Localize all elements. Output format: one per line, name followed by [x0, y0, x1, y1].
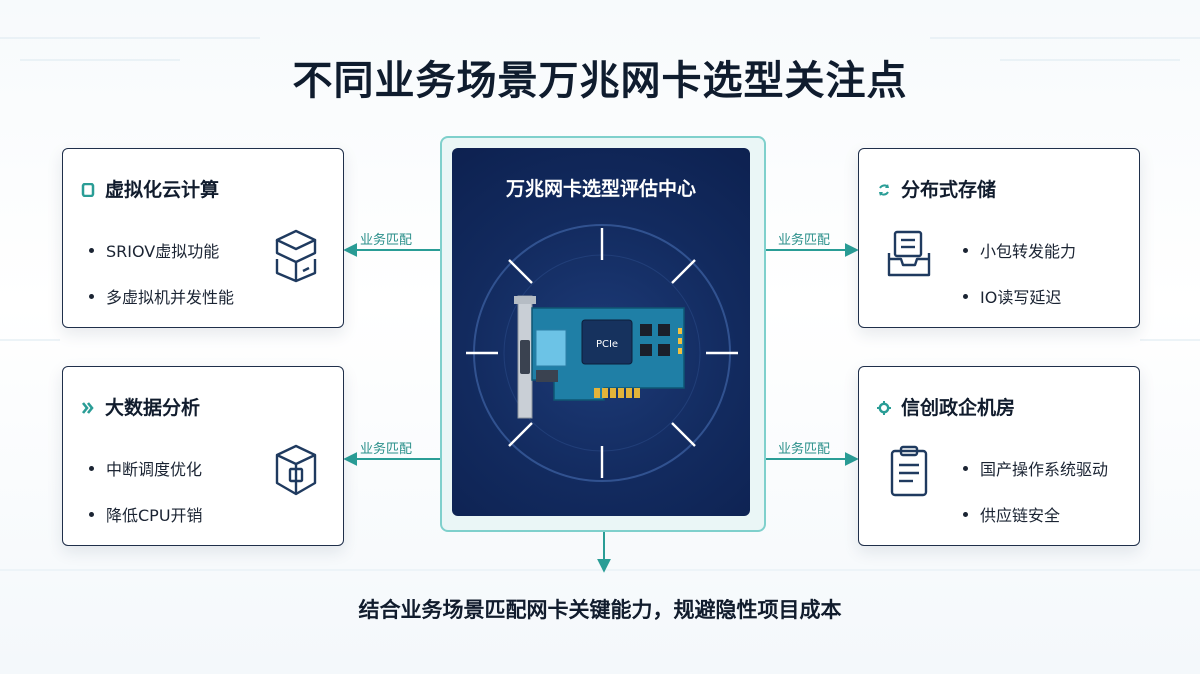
card-title: 虚拟化云计算: [105, 179, 220, 201]
storage-tray-icon: [887, 230, 931, 277]
page-title: 不同业务场景万兆网卡选型关注点: [292, 58, 908, 104]
connector-label-bottom-left: 业务匹配: [360, 442, 413, 457]
center-title: 万兆网卡选型评估中心: [505, 178, 696, 200]
list-item: 小包转发能力: [963, 227, 1076, 273]
card-title: 大数据分析: [105, 397, 201, 419]
list-item: 多虚拟机并发性能: [89, 273, 234, 319]
card-distributed-storage: 分布式存储 小包转发能力 IO读写延迟: [858, 148, 1140, 328]
connector-label-top-left: 业务匹配: [360, 233, 413, 248]
card-title: 信创政企机房: [901, 397, 1016, 419]
box-icon: [275, 444, 317, 496]
connector-label-top-right: 业务匹配: [778, 233, 831, 248]
list-item: 中断调度优化: [89, 445, 203, 491]
list-item: 供应链安全: [963, 491, 1108, 537]
nic-illustration: PCIe: [466, 224, 738, 482]
pcie-bracket: [514, 295, 536, 419]
chevron-double-icon: [81, 400, 95, 414]
list-item: IO读写延迟: [963, 273, 1076, 319]
pcie-gold-fingers: [594, 388, 640, 398]
list-item: 国产操作系统驱动: [963, 445, 1108, 491]
card-xinchuang: 信创政企机房 国产操作系统驱动 供应链安全: [858, 366, 1140, 546]
card-title: 分布式存储: [901, 179, 997, 201]
server-stack-icon: [275, 229, 317, 283]
list-item: 降低CPU开销: [89, 491, 203, 537]
nic-board: PCIe: [531, 307, 685, 401]
square-icon: [81, 182, 95, 197]
clipboard-icon: [890, 445, 928, 497]
list-item: SRIOV虚拟功能: [89, 227, 234, 273]
summary-text: 结合业务场景匹配网卡关键能力，规避隐性项目成本: [358, 598, 842, 622]
sync-icon: [877, 182, 891, 196]
card-virtualization: 虚拟化云计算 SRIOV虚拟功能 多虚拟机并发性能: [62, 148, 344, 328]
connector-label-bottom-right: 业务匹配: [778, 442, 831, 457]
gear-icon: [877, 400, 891, 415]
card-big-data: 大数据分析 中断调度优化 降低CPU开销: [62, 366, 344, 546]
target-ticks: [466, 228, 738, 478]
chip-label: PCIe: [596, 339, 618, 350]
